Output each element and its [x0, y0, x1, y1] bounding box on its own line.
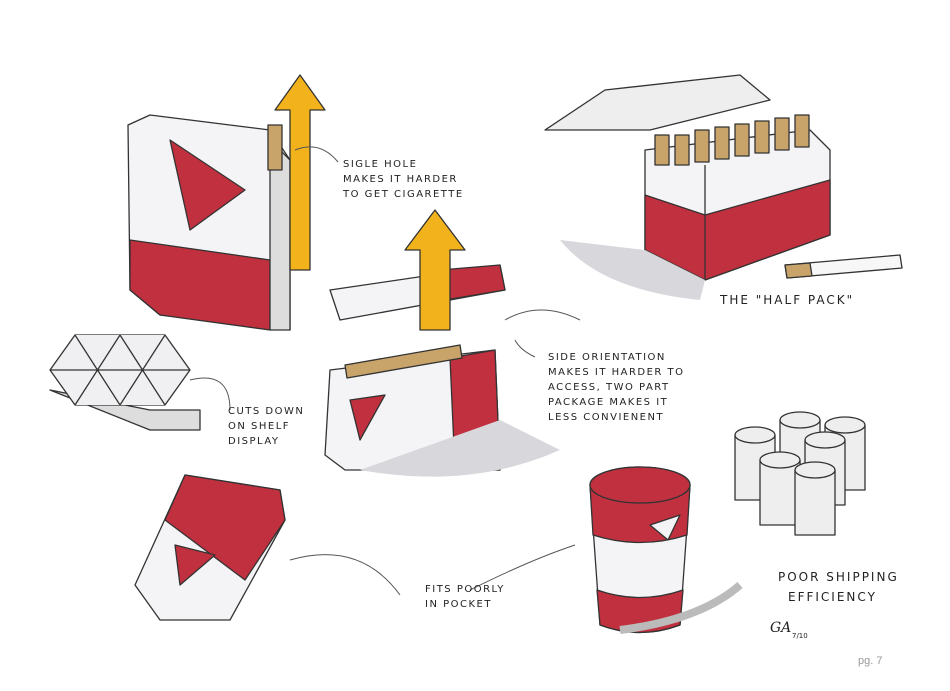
triangular-pack-sketch [134, 474, 286, 621]
note-pocket: Fits poorly in pocket [425, 582, 505, 612]
note-line: Sigle hole [343, 159, 418, 170]
side-orientation-pack-sketch [324, 209, 560, 477]
note-line: display [228, 436, 280, 447]
note-shipping: Poor shipping efficiency [778, 567, 899, 607]
note-line: access, two part [548, 382, 670, 393]
date: 7/10 [792, 632, 808, 640]
leader-lines [189, 146, 581, 596]
note-line: less convienent [548, 412, 665, 423]
note-line: makes it harder [343, 174, 458, 185]
note-shelf: Cuts down on shelf display [228, 404, 304, 449]
note-line: to get cigarette [343, 189, 464, 200]
note-line: Cuts down [228, 406, 305, 417]
note-half-pack: The "Half pack" [720, 293, 855, 307]
page-number: pg. 7 [858, 655, 883, 667]
single-hole-pack-sketch [127, 74, 326, 331]
note-line: on shelf [228, 421, 291, 432]
note-line: package makes it [548, 397, 669, 408]
note-line: Side orientation [548, 352, 666, 363]
half-pack-sketch [544, 74, 903, 300]
cylinder-group-sketch [734, 411, 866, 536]
hexagon-pack-sketch [49, 334, 201, 431]
note-line: Poor shipping [778, 570, 899, 584]
note-single-hole: Sigle hole makes it harder to get cigare… [343, 157, 464, 202]
cylinder-pack-sketch [589, 466, 743, 634]
signature: GA [770, 620, 792, 636]
note-side-orientation: Side orientation makes it harder to acce… [548, 350, 685, 425]
note-line: Fits poorly [425, 584, 505, 595]
note-line: efficiency [788, 590, 877, 604]
note-line: makes it harder to [548, 367, 685, 378]
note-line: in pocket [425, 599, 492, 610]
